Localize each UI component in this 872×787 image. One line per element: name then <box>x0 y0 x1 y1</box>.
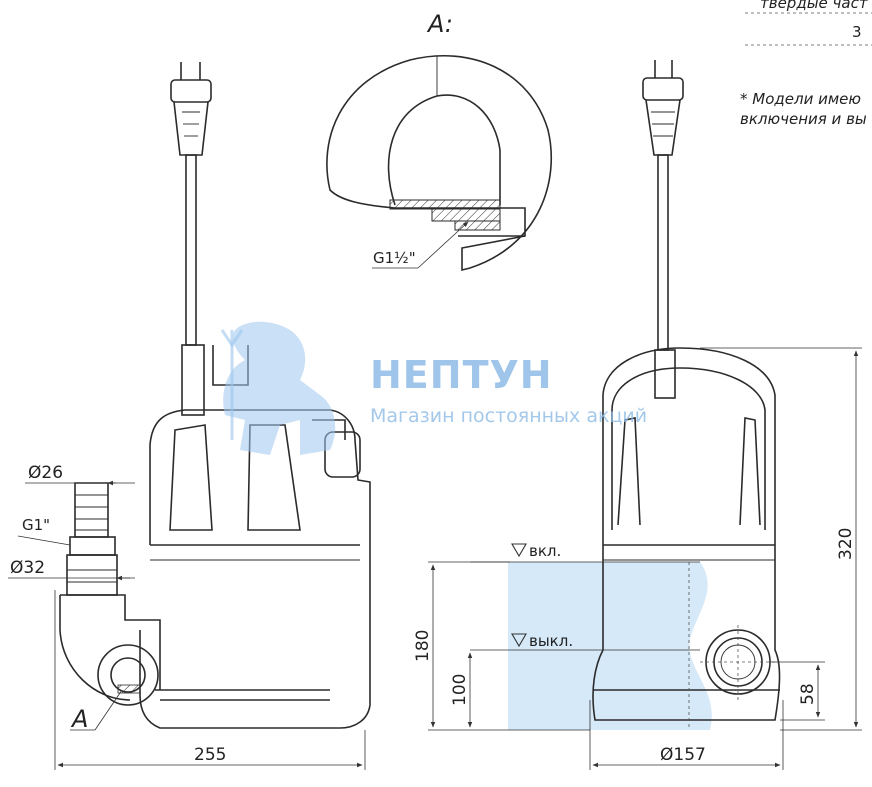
level-on-label: вкл. <box>529 542 561 560</box>
table-header-fragment: твердые част <box>760 0 869 12</box>
level-on-icon <box>511 543 527 558</box>
dim-320-label: 320 <box>836 528 856 560</box>
callout-a-label: A <box>70 705 88 733</box>
plug-icon <box>170 79 212 103</box>
level-off-icon <box>511 633 527 648</box>
section-a-label: A: <box>426 10 453 38</box>
front-view: вкл. выкл. 180 100 58 320 Ø157 <box>413 60 862 770</box>
watermark-subtitle: Магазин постоянных акций <box>370 405 647 427</box>
table-value-fragment: 3 <box>852 23 862 41</box>
thread-label-g1-half: G1½" <box>373 249 416 267</box>
plug-icon-front <box>642 77 684 101</box>
dim-180-label: 180 <box>413 630 433 662</box>
watermark-logo-icon <box>223 321 336 455</box>
dia-26-label: Ø26 <box>28 463 63 483</box>
footnote: * Модели имею включения и вы <box>740 90 867 128</box>
spec-table-fragment: твердые част 3 <box>745 0 872 46</box>
dia-32-label: Ø32 <box>10 558 45 578</box>
dim-58-label: 58 <box>798 683 818 705</box>
dim-157-label: Ø157 <box>660 745 706 765</box>
level-off-label: выкл. <box>529 632 573 650</box>
section-a-detail: A: G1½" <box>326 10 552 272</box>
thread-label-g1: G1" <box>22 516 50 534</box>
dim-100-label: 100 <box>450 674 470 706</box>
watermark: НЕПТУН Магазин постоянных акций <box>220 321 647 455</box>
footnote-line-2: включения и вы <box>740 110 867 128</box>
footnote-line-1: * Модели имею <box>740 90 861 108</box>
water-level-area <box>508 562 712 730</box>
watermark-title: НЕПТУН <box>370 353 553 397</box>
dim-255-label: 255 <box>194 745 226 765</box>
